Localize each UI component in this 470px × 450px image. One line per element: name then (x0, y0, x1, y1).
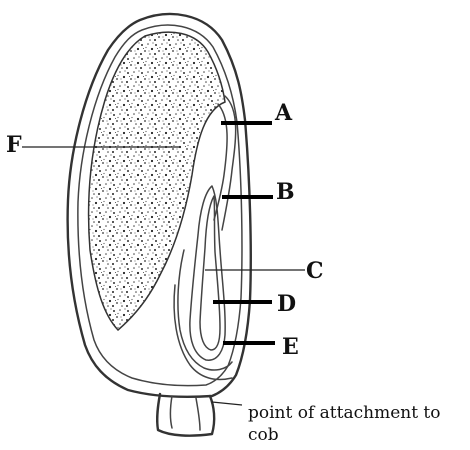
embryo-plumule-inner (200, 196, 220, 350)
leader-attachment (212, 402, 242, 405)
label-C: C (306, 258, 324, 284)
endosperm-region (89, 32, 225, 330)
label-A: A (274, 100, 293, 126)
pedicel-stalk (157, 394, 214, 436)
label-E: E (282, 334, 299, 360)
label-D: D (277, 291, 296, 317)
attachment-note-line2: cob (248, 425, 279, 445)
pedicel-inner (171, 396, 201, 430)
label-F: F (6, 132, 22, 158)
label-B: B (276, 179, 295, 205)
attachment-note-line1: point of attachment to (248, 403, 441, 423)
